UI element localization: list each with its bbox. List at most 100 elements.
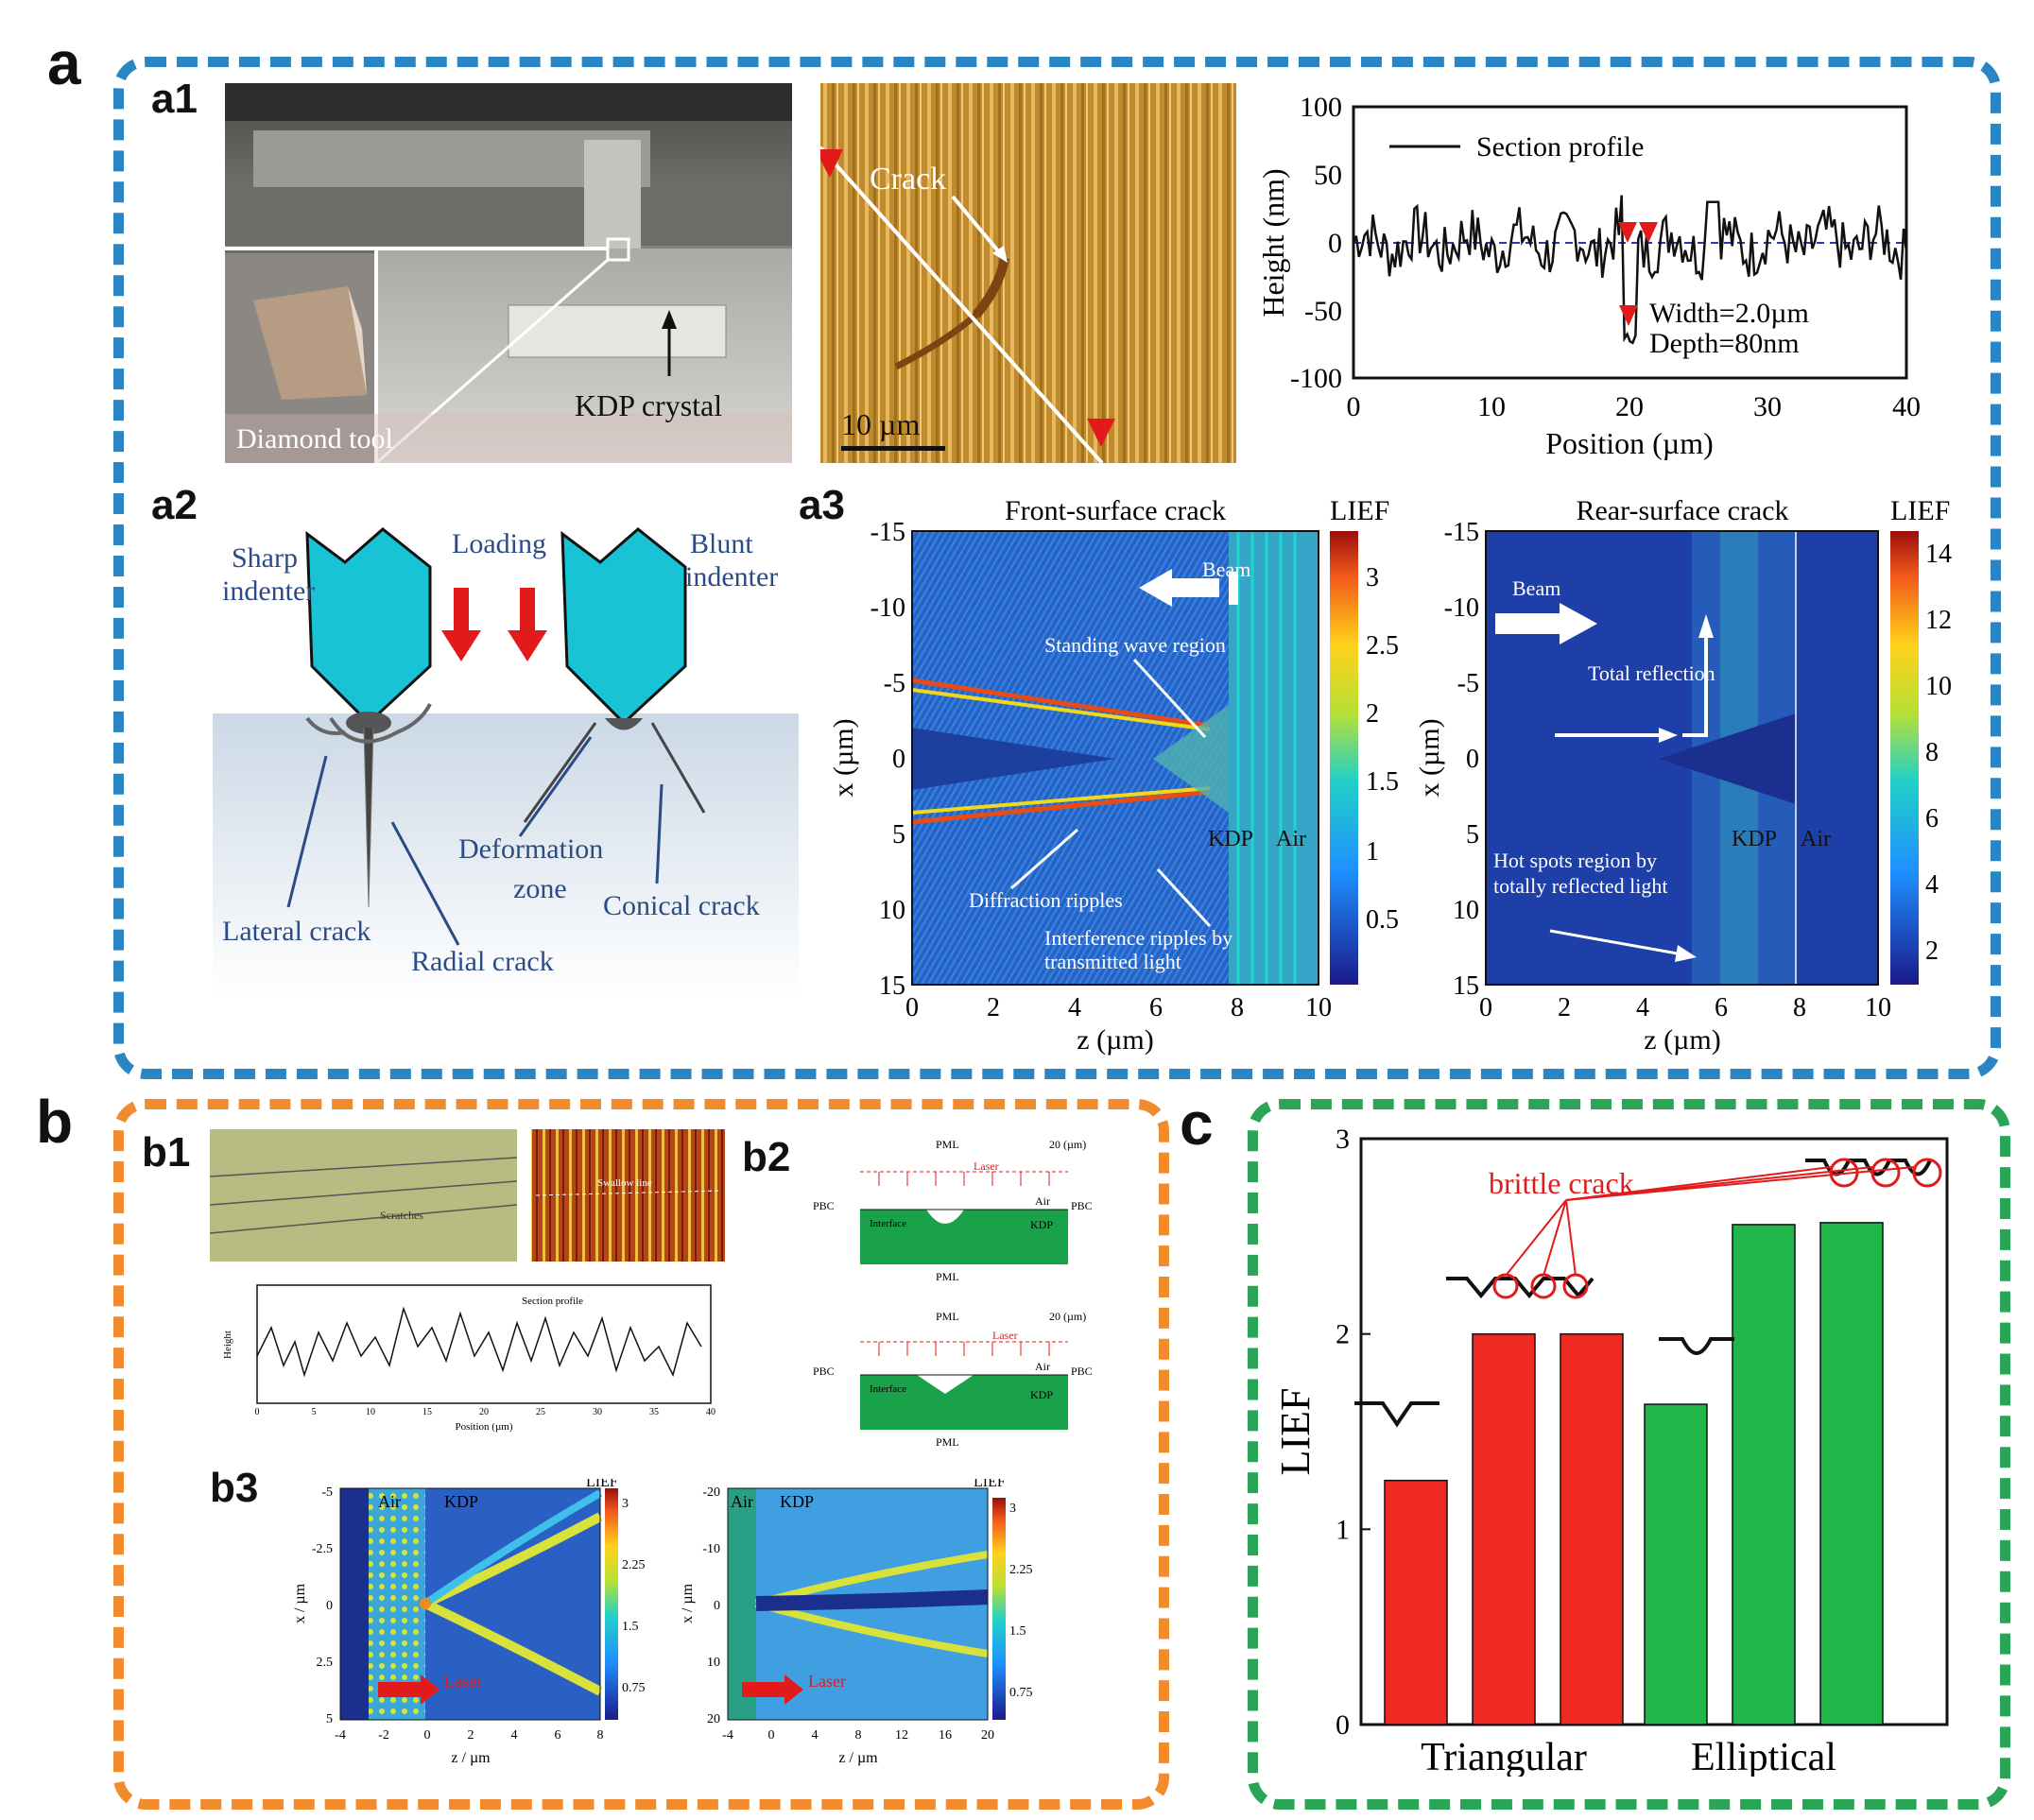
a3r-ylabel: x (µm) [1418, 718, 1445, 797]
b3l-ytick: 2.5 [317, 1656, 334, 1670]
b3-cbar-left-tick: 3 [622, 1497, 629, 1511]
b1-xtick: 35 [649, 1407, 659, 1417]
afm-scale-text: 10 µm [841, 407, 920, 441]
a3r-ytick: 10 [1453, 896, 1479, 925]
bar-chart-category-elliptical: Elliptical [1691, 1736, 1836, 1777]
cbar-right-tick: 12 [1925, 606, 1952, 635]
bar-chart-category-triangular: Triangular [1421, 1736, 1587, 1777]
b2-pbc-left-top: PBC [813, 1199, 835, 1212]
a3l-ytick: -15 [870, 518, 905, 547]
profile-xtick: 20 [1615, 391, 1644, 422]
panel-label-a: a [47, 29, 81, 97]
a3l-ytick: -5 [884, 669, 905, 698]
b3-cbar-right-tick: 0.75 [1009, 1686, 1033, 1700]
a3r-ytick: -15 [1444, 518, 1479, 547]
b3-laser-left: Laser [444, 1672, 482, 1691]
kdp-crystal-label: KDP crystal [575, 388, 722, 422]
a3r-ytick: 15 [1453, 971, 1479, 1001]
bar-triangular-3 [1560, 1332, 1624, 1726]
b2-interface-2: Interface [870, 1383, 906, 1395]
b3-kdp-left: KDP [444, 1492, 478, 1511]
b1-xtick: 20 [479, 1407, 489, 1417]
b3r-ytick: 10 [707, 1656, 720, 1670]
cbar-right-tick: 6 [1925, 804, 1939, 833]
triangular-profile-icon [1354, 1401, 1439, 1428]
a3l-ytick: 0 [892, 745, 905, 774]
b3r-xtick: 4 [812, 1728, 819, 1743]
interference-label-1: Interference ripples by [1044, 926, 1232, 950]
b3-cbar-title-right: LIEF [974, 1479, 1006, 1490]
profile-xlabel: Position (µm) [1545, 426, 1714, 460]
cbar-left-tick: 1.5 [1366, 767, 1399, 797]
profile-legend: Section profile [1476, 131, 1644, 163]
b3l-xtick: 0 [424, 1728, 431, 1743]
b2-pml-bottom: PML [936, 1270, 959, 1283]
shallow-line-label: Swallow line [597, 1177, 652, 1189]
indentation-schematic: Sharp indenter Blunt indenter Loading La… [213, 527, 799, 997]
a3r-ytick: -10 [1444, 593, 1479, 623]
profile-ytick: 100 [1300, 92, 1342, 123]
b3l-xtick: 8 [597, 1728, 604, 1743]
cbar-left-tick: 2.5 [1366, 631, 1399, 661]
depth-annotation: Depth=80nm [1649, 328, 1800, 359]
b3l-xtick: -4 [335, 1728, 346, 1743]
panel-label-b1: b1 [142, 1129, 191, 1176]
blunt-indenter-label-1: Blunt [690, 528, 753, 559]
profile-trace [1352, 195, 1908, 345]
colorbar-left-title: LIEF [1330, 495, 1389, 526]
beam-label-left: Beam [1202, 558, 1250, 581]
loading-label: Loading [452, 528, 546, 559]
b2-laser-top: Laser [974, 1159, 999, 1173]
b2-pml-top: PML [936, 1138, 959, 1151]
b3r-ylabel: x / µm [680, 1583, 696, 1623]
sharp-indenter-label-2: indenter [222, 575, 315, 607]
rear-surface-crack-map: Beam Total reflection Hot spots region b… [1418, 495, 1952, 1056]
bar-chart-ytick: 1 [1336, 1514, 1350, 1545]
width-annotation: Width=2.0µm [1649, 298, 1809, 329]
b3-cbar-title-left: LIEF [586, 1479, 618, 1490]
b1-xtick: 25 [536, 1407, 545, 1417]
standing-wave-label: Standing wave region [1044, 633, 1226, 657]
a3r-xtick: 8 [1793, 993, 1806, 1022]
b3-air-left: Air [378, 1492, 401, 1511]
panel-label-b: b [36, 1088, 74, 1156]
scratches-label: Scratches [380, 1209, 423, 1222]
b2-kdp-top: KDP [1030, 1218, 1053, 1231]
cbar-right-tick: 2 [1925, 936, 1939, 966]
b3l-xtick: 6 [555, 1728, 561, 1743]
panel-a-frame [113, 57, 2001, 1079]
panel-label-b3: b3 [210, 1465, 259, 1511]
cbar-left-tick: 1 [1366, 837, 1379, 867]
bar-chart-ytick: 0 [1336, 1709, 1350, 1741]
cbar-left-tick: 3 [1366, 563, 1379, 592]
panel-label-a2: a2 [151, 482, 198, 528]
kdp-label-left: KDP [1208, 827, 1253, 851]
b3-kdp-right: KDP [780, 1492, 814, 1511]
b3r-ytick: -10 [702, 1542, 720, 1556]
b3l-ytick: 0 [326, 1599, 333, 1613]
a3r-xtick: 0 [1479, 993, 1492, 1022]
a3l-xtick: 2 [987, 993, 1000, 1022]
cbar-left-tick: 2 [1366, 699, 1379, 729]
a3l-ytick: 10 [879, 896, 905, 925]
b3-cbar-right-tick: 1.5 [1009, 1624, 1026, 1639]
hot-spots-label-2: totally reflected light [1493, 874, 1668, 898]
triangular-cracked-icon [1446, 1277, 1594, 1299]
b1-figure: Scratches Swallow line Section profile P… [210, 1129, 725, 1433]
bar-elliptical-2 [1732, 1224, 1796, 1726]
beam-label-right: Beam [1512, 576, 1560, 600]
b2-pbc-right-top: PBC [1071, 1199, 1093, 1212]
b3-cbar-left-tick: 0.75 [622, 1681, 646, 1695]
profile-ytick: 50 [1314, 160, 1342, 191]
cbar-right-tick: 4 [1925, 870, 1939, 900]
b3l-ytick: -5 [321, 1485, 333, 1500]
a3l-xtick: 4 [1068, 993, 1081, 1022]
b1-xtick: 10 [366, 1407, 375, 1417]
b3l-ytick: -2.5 [312, 1542, 333, 1556]
panel-c-frame [1248, 1099, 2010, 1810]
front-crack-title: Front-surface crack [1005, 495, 1226, 526]
cbar-right-tick: 8 [1925, 738, 1939, 767]
b3l-xtick: 2 [468, 1728, 474, 1743]
b1-xtick: 40 [706, 1407, 715, 1417]
a3l-xtick: 6 [1149, 993, 1163, 1022]
